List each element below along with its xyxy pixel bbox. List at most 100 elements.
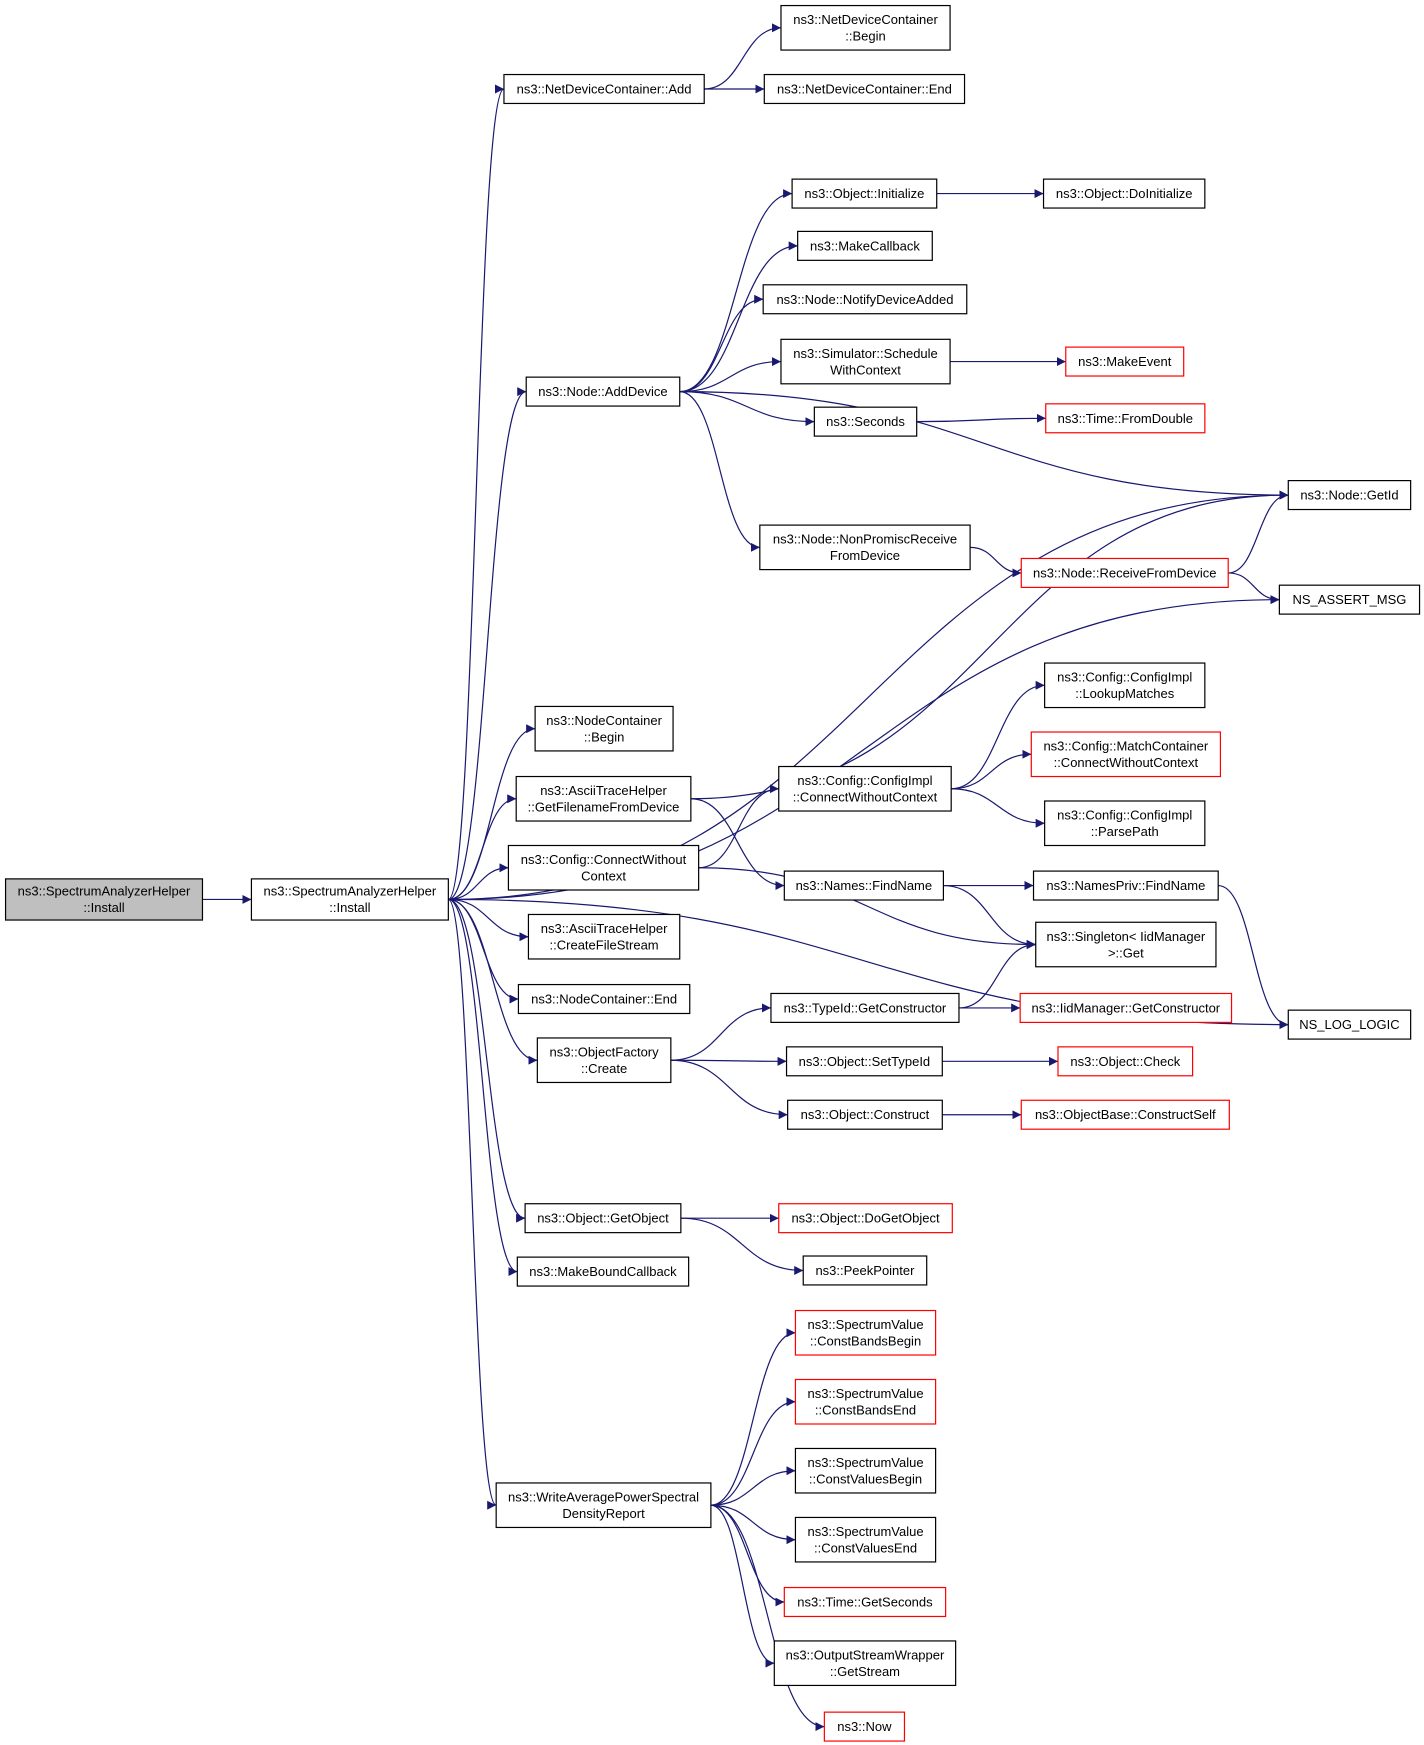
node-box [1287, 1009, 1412, 1040]
node-nc_end[interactable]: ns3::NodeContainer::End [517, 983, 691, 1015]
node-typeid_ctor[interactable]: ns3::TypeId::GetConstructor [770, 992, 960, 1023]
node-parsepath[interactable]: ns3::Config::ConfigImpl::ParsePath [1044, 800, 1206, 847]
node-names_find[interactable]: ns3::Names::FindName [783, 870, 944, 901]
node-cfgimpl_cwc[interactable]: ns3::Config::ConfigImpl::ConnectWithoutC… [778, 765, 952, 812]
edge-typeid_ctor-to-singleton [958, 940, 1036, 1009]
node-now[interactable]: ns3::Now [823, 1711, 906, 1742]
node-iid_ctor[interactable]: ns3::IidManager::GetConstructor [1019, 992, 1233, 1023]
node-ndc_begin[interactable]: ns3::NetDeviceContainer::Begin [780, 4, 951, 51]
node-lookup[interactable]: ns3::Config::ConfigImpl::LookupMatches [1044, 662, 1206, 709]
node-getseconds[interactable]: ns3::Time::GetSeconds [783, 1586, 947, 1618]
node-label: ::ParsePath [1091, 824, 1159, 839]
node-osw[interactable]: ns3::OutputStreamWrapper::GetStream [773, 1640, 957, 1687]
node-loglogic[interactable]: NS_LOG_LOGIC [1287, 1009, 1412, 1040]
node-label: ns3::NodeContainer [546, 713, 662, 728]
node-dogetobject[interactable]: ns3::Object::DoGetObject [778, 1203, 953, 1234]
edge-objfactory-to-settypeid [670, 1056, 787, 1066]
edge-adddevice-to-seconds [679, 391, 815, 427]
node-notify[interactable]: ns3::Node::NotifyDeviceAdded [762, 284, 968, 315]
edge-writepsd-to-sv_cvb [710, 1466, 796, 1506]
node-settypeid[interactable]: ns3::Object::SetTypeId [785, 1046, 943, 1077]
node-label: ns3::Config::ConfigImpl [797, 773, 932, 788]
node-box [1044, 662, 1206, 709]
node-label: ::ConstBandsEnd [815, 1403, 916, 1418]
node-fromdouble[interactable]: ns3::Time::FromDouble [1045, 403, 1206, 434]
node-cfg_cwc[interactable]: ns3::Config::ConnectWithoutContext [507, 844, 700, 891]
node-label: DensityReport [562, 1506, 645, 1521]
node-namespriv[interactable]: ns3::NamesPriv::FindName [1032, 870, 1219, 901]
edge-cfgimpl_cwc-to-lookup [951, 680, 1045, 790]
node-box [763, 73, 966, 105]
node-label: ::Begin [845, 29, 885, 44]
node-box [1020, 1099, 1230, 1130]
node-label: ns3::ObjectFactory [550, 1044, 660, 1059]
node-box [1057, 1046, 1194, 1077]
node-ndc_end[interactable]: ns3::NetDeviceContainer::End [763, 73, 966, 105]
node-ascii_fname[interactable]: ns3::AsciiTraceHelper::GetFilenameFromDe… [515, 775, 692, 822]
node-label: ns3::Object::Check [1070, 1054, 1180, 1069]
node-objfactory[interactable]: ns3::ObjectFactory::Create [536, 1037, 672, 1084]
node-matchcont[interactable]: ns3::Config::MatchContainer::ConnectWith… [1030, 731, 1222, 778]
node-singleton[interactable]: ns3::Singleton< IidManager >::Get [1035, 921, 1217, 968]
edge-writepsd-to-sv_cve [710, 1504, 796, 1545]
node-assert[interactable]: NS_ASSERT_MSG [1278, 584, 1421, 615]
edge-seconds-to-fromdouble [916, 413, 1046, 423]
edge-sah_install-to-adddevice [448, 387, 527, 901]
node-peekptr[interactable]: ns3::PeekPointer [802, 1255, 928, 1286]
node-box [762, 284, 968, 315]
edge-writepsd-to-getseconds [710, 1504, 785, 1607]
node-constructself[interactable]: ns3::ObjectBase::ConstructSelf [1020, 1099, 1230, 1130]
node-seconds[interactable]: ns3::Seconds [813, 406, 918, 437]
node-obj_init[interactable]: ns3::Object::Initialize [791, 178, 938, 209]
node-label: ::ConnectWithoutContext [793, 790, 938, 805]
node-label: ns3::Now [837, 1719, 892, 1734]
node-sah_install[interactable]: ns3::SpectrumAnalyzerHelper::Install [250, 878, 449, 921]
node-obj_doinit[interactable]: ns3::Object::DoInitialize [1042, 178, 1206, 209]
node-ascii_create[interactable]: ns3::AsciiTraceHelper::CreateFileStream [527, 913, 681, 960]
node-getobject[interactable]: ns3::Object::GetObject [524, 1203, 682, 1234]
node-sv_cbe[interactable]: ns3::SpectrumValue::ConstBandsEnd [794, 1378, 937, 1425]
node-box [525, 376, 681, 407]
node-label: ns3::SpectrumValue [807, 1317, 923, 1332]
node-box [1030, 731, 1222, 778]
edge-sah_install-to-boundcb [448, 898, 518, 1276]
node-sv_cve[interactable]: ns3::SpectrumValue::ConstValuesEnd [794, 1516, 937, 1563]
edge-adddevice-to-schedctx [679, 357, 781, 393]
node-box [794, 1309, 937, 1356]
node-makecb[interactable]: ns3::MakeCallback [797, 230, 933, 261]
node-getid[interactable]: ns3::Node::GetId [1287, 480, 1412, 511]
node-box [759, 524, 971, 571]
edge-nonpromisc-to-recvfromdev [970, 546, 1022, 578]
node-label: ns3::MakeEvent [1078, 354, 1172, 369]
node-label: ns3::Object::GetObject [537, 1211, 669, 1226]
node-label: ns3::Config::ConfigImpl [1057, 670, 1192, 685]
node-makeevent[interactable]: ns3::MakeEvent [1065, 346, 1185, 377]
node-boundcb[interactable]: ns3::MakeBoundCallback [516, 1256, 690, 1287]
node-root[interactable]: ns3::SpectrumAnalyzerHelper::Install [4, 878, 204, 921]
node-box [778, 765, 952, 812]
edge-adddevice-to-obj_init [679, 189, 793, 393]
node-label: FromDevice [830, 548, 900, 563]
node-box [515, 775, 692, 822]
node-writepsd[interactable]: ns3::WriteAveragePowerSpectralDensityRep… [495, 1482, 712, 1529]
node-recvfromdev[interactable]: ns3::Node::ReceiveFromDevice [1020, 557, 1229, 588]
node-label: ::ConnectWithoutContext [1054, 755, 1199, 770]
node-sv_cvb[interactable]: ns3::SpectrumValue::ConstValuesBegin [794, 1447, 937, 1494]
node-nc_begin[interactable]: ns3::NodeContainer::Begin [534, 705, 674, 752]
edge-ndc_add-to-ndc_begin [704, 23, 781, 90]
edge-objfactory-to-typeid_ctor [670, 1003, 771, 1061]
node-label: ns3::NetDeviceContainer::End [777, 82, 952, 97]
node-box [527, 913, 681, 960]
node-ndc_add[interactable]: ns3::NetDeviceContainer::Add [503, 73, 705, 105]
edge-sah_install-to-objfactory [448, 898, 538, 1065]
node-sv_cbb[interactable]: ns3::SpectrumValue::ConstBandsBegin [794, 1309, 937, 1356]
node-objcheck[interactable]: ns3::Object::Check [1057, 1046, 1194, 1077]
node-adddevice[interactable]: ns3::Node::AddDevice [525, 376, 681, 407]
node-box [517, 983, 691, 1015]
node-box [773, 1640, 957, 1687]
node-objconstruct[interactable]: ns3::Object::Construct [787, 1099, 943, 1130]
node-label: ns3::Object::Construct [801, 1107, 930, 1122]
node-label: ns3::Names::FindName [796, 878, 933, 893]
